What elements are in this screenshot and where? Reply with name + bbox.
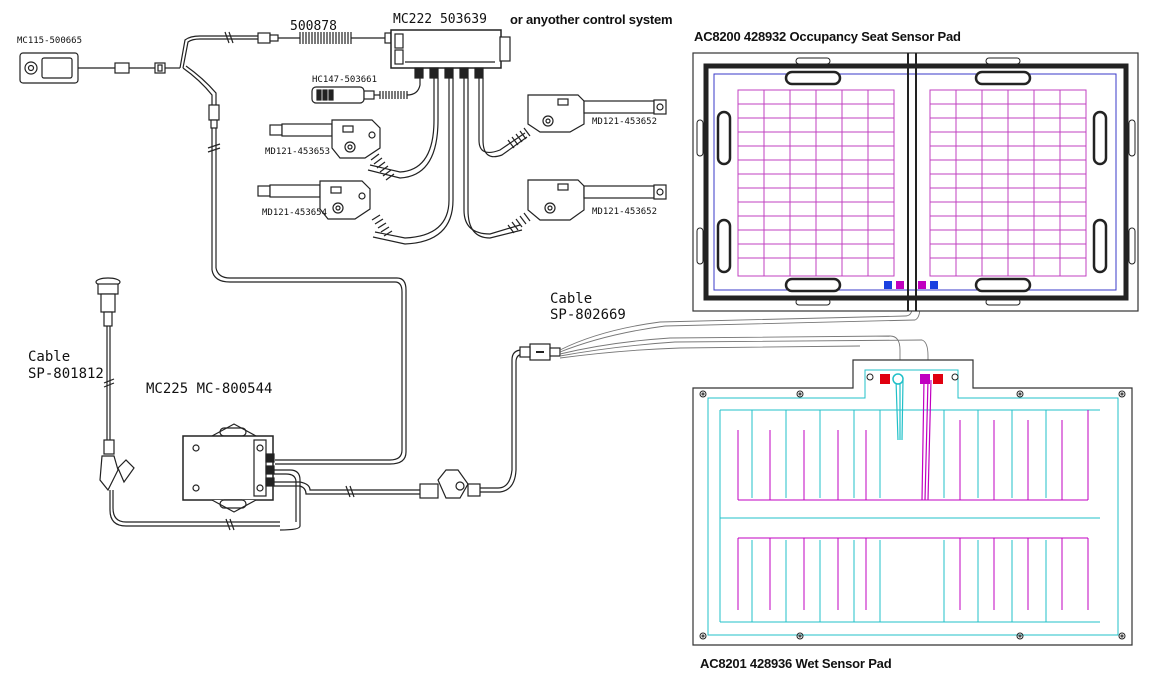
label-md121-453652-upper: MD121-453652 (592, 117, 658, 127)
label-md121-453652-lower: MD121-453652 (592, 207, 658, 217)
occupancy-seat-sensor-pad (692, 52, 1139, 312)
connector-socket (95, 277, 121, 327)
mc225-box (182, 423, 275, 513)
label-cable-sp802669-line1: Cable (550, 291, 593, 307)
label-md121-453653: MD121-453653 (265, 147, 331, 157)
label-mc222-note: or anyother control system (510, 12, 673, 27)
mc115-power-supply (19, 52, 180, 84)
label-500878: 500878 (290, 19, 337, 34)
label-occupancy-pad: AC8200 428932 Occupancy Seat Sensor Pad (694, 29, 961, 44)
label-mc115: MC115-500665 (17, 36, 83, 46)
label-md121-453654: MD121-453654 (262, 208, 328, 218)
label-hc147: HC147-503661 (312, 75, 378, 85)
coil-500878 (299, 32, 352, 44)
label-wet-pad: AC8201 428936 Wet Sensor Pad (700, 656, 892, 671)
actuator-md121-453652-upper (527, 94, 667, 133)
label-cable-sp801812-line1: Cable (28, 349, 71, 365)
connector-middle (419, 469, 481, 499)
label-mc222: MC222 503639 (393, 12, 487, 27)
label-mc225: MC225 MC-800544 (146, 381, 273, 397)
actuator-md121-453654 (257, 180, 371, 220)
label-cable-sp802669-line2: SP-802669 (550, 307, 626, 323)
hc147-handset (311, 78, 421, 104)
wet-sensor-pad (692, 359, 1133, 646)
actuator-md121-453653 (269, 119, 381, 159)
actuator-md121-453652-lower (527, 179, 667, 221)
label-cable-sp801812-line2: SP-801812 (28, 366, 104, 382)
mc222-control-box (390, 29, 511, 79)
